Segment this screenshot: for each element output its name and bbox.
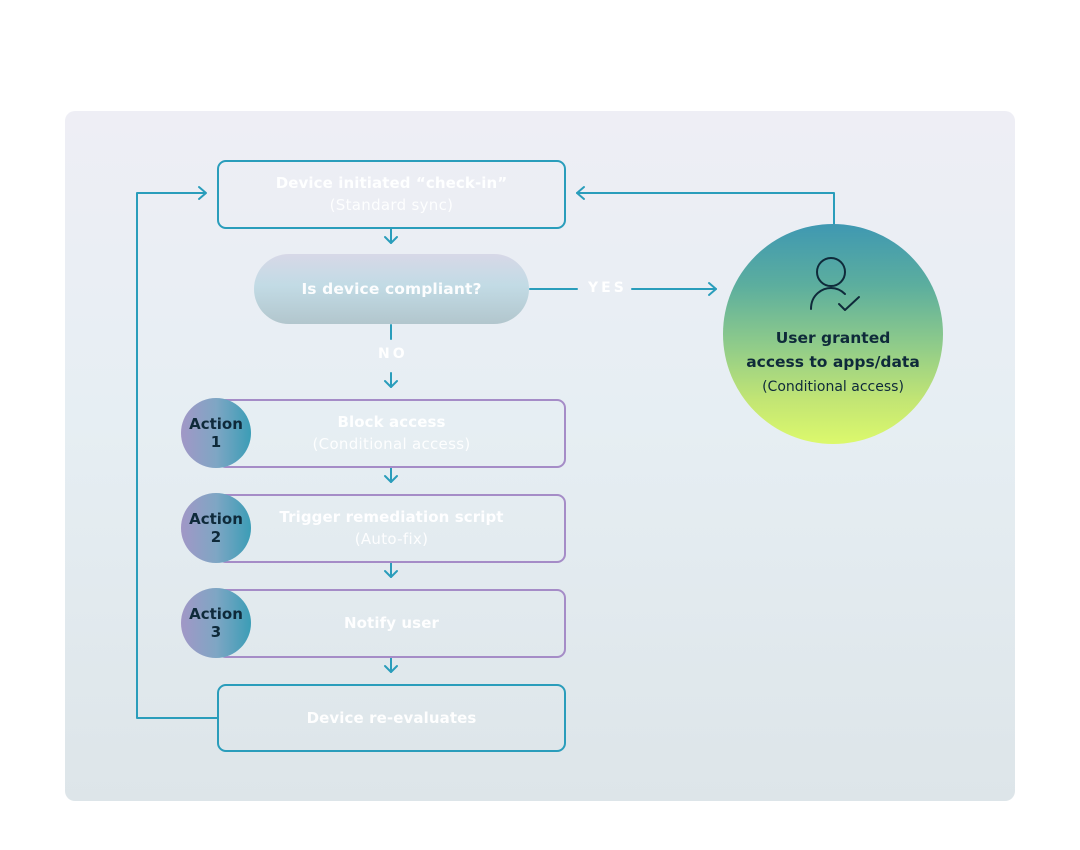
compliance-decision-node: Is device compliant? xyxy=(254,254,529,324)
yes-label: YES xyxy=(588,280,627,296)
check-in-subtitle: (Standard sync) xyxy=(329,196,454,214)
action-badge-3: Action 3 xyxy=(181,588,251,658)
check-in-title: Device initiated “check-in” xyxy=(275,174,508,192)
action-2-title: Trigger remediation script xyxy=(279,508,504,526)
action-badge-number: 1 xyxy=(210,433,222,451)
action-node-3: Notify user xyxy=(217,589,566,658)
access-granted-node: User granted access to apps/data (Condit… xyxy=(723,224,943,444)
action-node-1: Block access (Conditional access) xyxy=(217,399,566,468)
granted-title-line1: User granted xyxy=(775,329,891,347)
decision-title: Is device compliant? xyxy=(301,279,482,298)
check-in-node: Device initiated “check-in” (Standard sy… xyxy=(217,160,566,229)
action-1-subtitle: (Conditional access) xyxy=(312,435,471,453)
action-badge-word: Action xyxy=(189,415,243,433)
action-2-subtitle: (Auto-fix) xyxy=(354,530,429,548)
granted-subtitle: (Conditional access) xyxy=(762,379,904,395)
user-check-icon xyxy=(810,257,860,311)
action-3-title: Notify user xyxy=(344,614,439,632)
reevaluate-title: Device re-evaluates xyxy=(306,708,477,727)
no-label: NO xyxy=(378,346,408,362)
action-badge-1: Action 1 xyxy=(181,398,251,468)
reevaluate-node: Device re-evaluates xyxy=(217,684,566,752)
action-badge-number: 2 xyxy=(210,528,222,546)
action-1-title: Block access xyxy=(337,413,446,431)
granted-title-line2: access to apps/data xyxy=(746,353,920,371)
action-node-2: Trigger remediation script (Auto-fix) xyxy=(217,494,566,563)
action-badge-word: Action xyxy=(189,605,243,623)
action-badge-word: Action xyxy=(189,510,243,528)
action-badge-2: Action 2 xyxy=(181,493,251,563)
action-badge-number: 3 xyxy=(210,623,222,641)
